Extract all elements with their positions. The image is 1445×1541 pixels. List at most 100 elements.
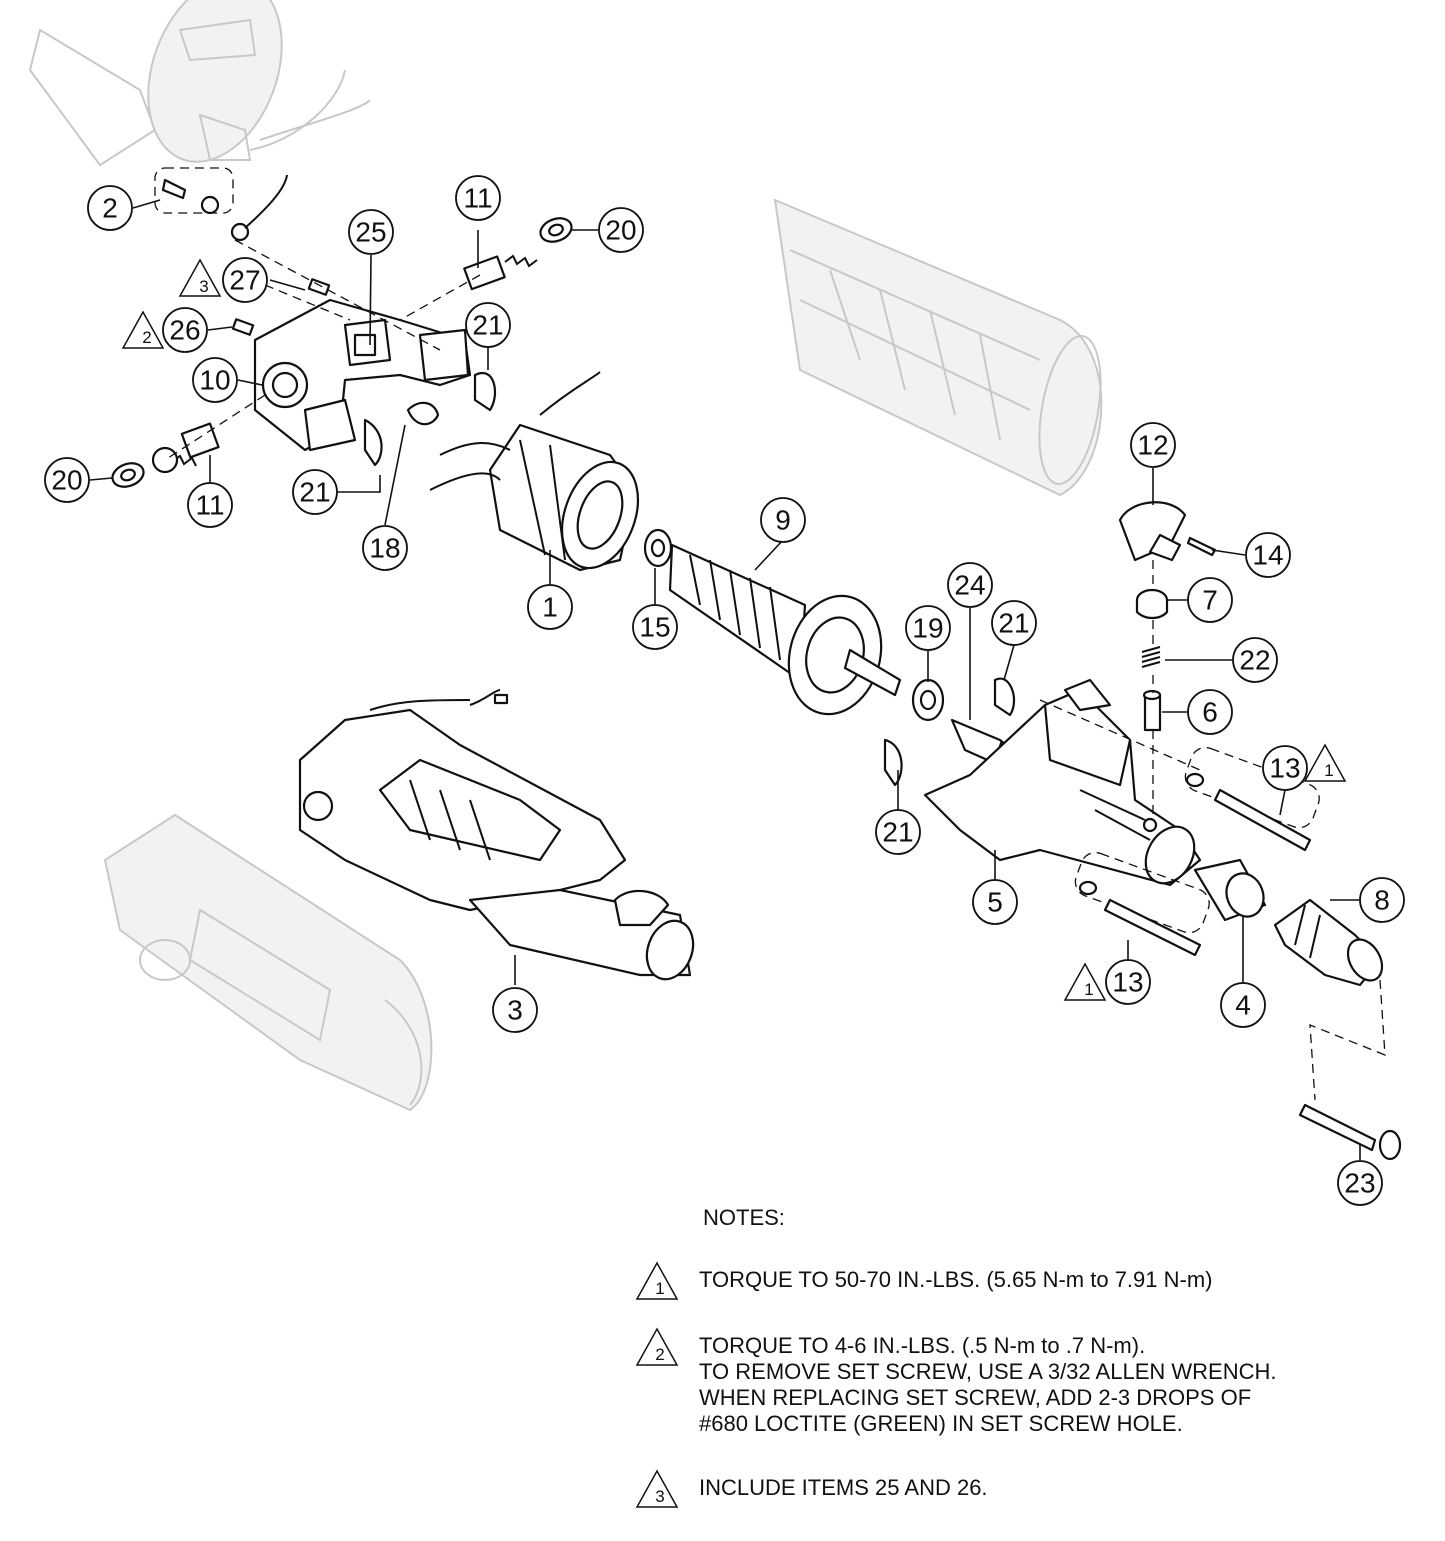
note-1-text: TORQUE TO 50-70 IN.-LBS. (5.65 N-m to 7.… xyxy=(699,1267,1213,1293)
svg-text:12: 12 xyxy=(1137,430,1168,461)
brush-holder xyxy=(253,298,472,452)
callout-13-bottom: 13 xyxy=(1105,959,1151,1005)
callout-11-bottom: 11 xyxy=(187,482,233,528)
warning-triangle-13-top-label: 1 xyxy=(1324,761,1333,780)
callout-1: 1 xyxy=(527,584,573,630)
callout-12: 12 xyxy=(1130,422,1176,468)
warning-triangle-27-label: 3 xyxy=(199,277,208,296)
callout-4: 4 xyxy=(1220,982,1266,1028)
note-2-text: TORQUE TO 4-6 IN.-LBS. (.5 N-m to .7 N-m… xyxy=(699,1333,1276,1437)
callout-13-top: 13 xyxy=(1262,745,1308,791)
callout-21-left: 21 xyxy=(292,469,338,515)
callout-21-lower: 21 xyxy=(875,809,921,855)
callout-18: 18 xyxy=(362,525,408,571)
callout-3: 3 xyxy=(492,987,538,1033)
ghost-motor-cover xyxy=(103,813,433,1112)
svg-text:20: 20 xyxy=(51,465,82,496)
svg-text:26: 26 xyxy=(169,315,200,346)
note-1-line-1: TORQUE TO 50-70 IN.-LBS. (5.65 N-m to 7.… xyxy=(699,1267,1213,1292)
callout-14: 14 xyxy=(1245,532,1291,578)
callout-2: 2 xyxy=(87,185,133,231)
svg-text:20: 20 xyxy=(605,215,636,246)
callout-23: 23 xyxy=(1337,1160,1383,1206)
warning-triangle-13-top: 1 xyxy=(1303,743,1347,782)
svg-text:7: 7 xyxy=(1202,585,1218,616)
svg-text:2: 2 xyxy=(102,193,118,224)
svg-text:21: 21 xyxy=(882,817,913,848)
svg-text:1: 1 xyxy=(542,592,558,623)
callout-20-top: 20 xyxy=(598,207,644,253)
callout-11-top: 11 xyxy=(455,175,501,221)
brushes-springs-caps xyxy=(111,217,573,488)
svg-text:19: 19 xyxy=(912,613,943,644)
svg-text:13: 13 xyxy=(1112,967,1143,998)
svg-text:24: 24 xyxy=(954,570,985,601)
warning-triangle-26: 2 xyxy=(121,310,165,349)
note-3-mark: 3 xyxy=(655,1487,664,1506)
ghost-housing-half xyxy=(773,198,1103,497)
bearing-15 xyxy=(643,528,673,568)
warning-triangle-13-bottom: 1 xyxy=(1063,962,1107,1001)
svg-text:18: 18 xyxy=(369,533,400,564)
note-2-warning-triangle: 2 xyxy=(635,1327,679,1366)
svg-text:15: 15 xyxy=(639,612,670,643)
note-2-line-3: WHEN REPLACING SET SCREW, ADD 2-3 DROPS … xyxy=(699,1385,1252,1410)
svg-text:3: 3 xyxy=(507,995,523,1026)
note-1-mark: 1 xyxy=(655,1279,664,1298)
callout-8: 8 xyxy=(1359,877,1405,923)
callout-24: 24 xyxy=(947,562,993,608)
note-3-text: INCLUDE ITEMS 25 AND 26. xyxy=(699,1475,988,1501)
svg-text:21: 21 xyxy=(299,477,330,508)
note-2-line-2: TO REMOVE SET SCREW, USE A 3/32 ALLEN WR… xyxy=(699,1359,1277,1384)
warning-triangle-26-label: 2 xyxy=(142,328,151,347)
armature xyxy=(668,543,902,716)
bushing-4 xyxy=(1193,858,1267,922)
svg-text:11: 11 xyxy=(195,490,224,521)
callout-5: 5 xyxy=(972,879,1018,925)
notes-title: NOTES: xyxy=(703,1205,785,1230)
warning-triangle-27: 3 xyxy=(178,258,222,297)
warning-triangle-13-bottom-label: 1 xyxy=(1084,980,1093,999)
svg-text:14: 14 xyxy=(1252,540,1283,571)
field-stator xyxy=(406,371,639,572)
callout-10: 10 xyxy=(192,357,238,403)
svg-text:11: 11 xyxy=(463,183,492,214)
assembled-motor-unit xyxy=(298,689,695,981)
callout-21-right: 21 xyxy=(991,600,1037,646)
svg-text:5: 5 xyxy=(987,887,1003,918)
callout-27: 27 xyxy=(222,257,268,303)
callout-15: 15 xyxy=(632,604,678,650)
callout-26: 26 xyxy=(162,307,208,353)
pin-23 xyxy=(1298,979,1402,1161)
note-2-mark: 2 xyxy=(655,1345,664,1364)
set-screws xyxy=(231,278,331,336)
leader-lines xyxy=(89,199,1361,1160)
svg-text:4: 4 xyxy=(1235,990,1251,1021)
ground-screw-assembly xyxy=(154,167,288,242)
svg-text:6: 6 xyxy=(1202,697,1218,728)
svg-text:10: 10 xyxy=(199,365,230,396)
lock-knob-assembly xyxy=(1118,501,1217,732)
adapter-8 xyxy=(1273,898,1384,987)
screws-13 xyxy=(1074,746,1320,957)
callout-25: 25 xyxy=(348,209,394,255)
callout-6: 6 xyxy=(1187,689,1233,735)
svg-text:25: 25 xyxy=(355,217,386,248)
note-3-line-1: INCLUDE ITEMS 25 AND 26. xyxy=(699,1475,988,1500)
callout-9: 9 xyxy=(760,497,806,543)
note-3-warning-triangle: 3 xyxy=(635,1469,679,1508)
svg-text:8: 8 xyxy=(1374,885,1390,916)
note-1-warning-triangle: 1 xyxy=(635,1261,679,1300)
note-2-line-4: #680 LOCTITE (GREEN) IN SET SCREW HOLE. xyxy=(699,1411,1183,1436)
svg-text:21: 21 xyxy=(472,310,503,341)
svg-text:22: 22 xyxy=(1239,645,1270,676)
ghost-handle-top-left xyxy=(28,0,371,167)
gear-housing xyxy=(923,678,1202,887)
svg-text:13: 13 xyxy=(1269,753,1300,784)
assembly-dash-lines xyxy=(164,239,1201,820)
callout-21-upper: 21 xyxy=(465,302,511,348)
callout-22: 22 xyxy=(1232,637,1278,683)
svg-text:23: 23 xyxy=(1344,1168,1375,1199)
svg-text:9: 9 xyxy=(775,505,791,536)
note-2-line-1: TORQUE TO 4-6 IN.-LBS. (.5 N-m to .7 N-m… xyxy=(699,1333,1146,1358)
